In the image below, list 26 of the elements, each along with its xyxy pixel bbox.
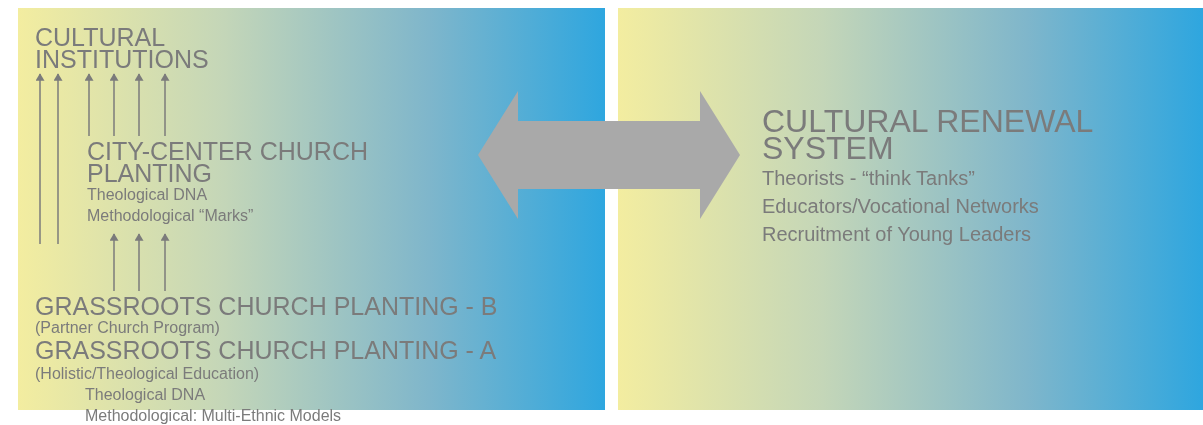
arrow: [160, 73, 170, 137]
heading: CULTURAL INSTITUTIONS: [35, 26, 210, 70]
text-line: (Partner Church Program): [35, 318, 221, 338]
arrow: [35, 73, 45, 245]
arrow: [84, 73, 94, 137]
text-line: Educators/Vocational Networks: [762, 194, 1040, 219]
heading: CULTURAL RENEWAL SYSTEM: [762, 108, 1094, 162]
text-line: (Holistic/Theological Education): [35, 364, 261, 384]
arrow: [160, 233, 170, 292]
arrow: [134, 233, 144, 292]
text-line: Recruitment of Young Leaders: [762, 222, 1033, 247]
heading: CITY-CENTER CHURCH PLANTING: [87, 140, 370, 184]
heading: GRASSROOTS CHURCH PLANTING - A: [35, 339, 498, 361]
text-line: Theological DNA: [84, 385, 207, 405]
text-line: Theological DNA: [87, 185, 209, 205]
text-line: Theorists - “think Tanks”: [762, 166, 977, 191]
double-block-arrow: [478, 91, 740, 219]
gradient-panel: [18, 8, 605, 410]
text-line: Methodological “Marks”: [87, 206, 255, 226]
heading: GRASSROOTS CHURCH PLANTING - B: [35, 295, 499, 317]
arrow: [109, 233, 119, 292]
gradient-panel: [618, 8, 1203, 410]
arrow: [109, 73, 119, 137]
text-line: Methodological: Multi-Ethnic Models: [84, 406, 343, 425]
arrow: [134, 73, 144, 137]
arrow: [53, 73, 63, 245]
